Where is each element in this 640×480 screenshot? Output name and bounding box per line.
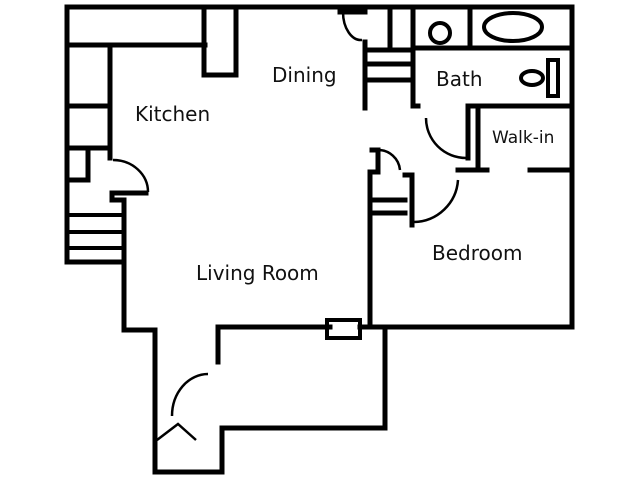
refrigerator [201, 4, 239, 78]
kitchen-counter [64, 42, 208, 183]
door-swing-pantry [112, 158, 150, 193]
room-label-dining: Dining [272, 63, 337, 87]
toilet-tank [546, 58, 560, 98]
door-swing-entry [170, 372, 209, 417]
door-swing-closet [377, 148, 402, 171]
pantry-wall [109, 190, 149, 265]
room-label-living-room: Living Room [196, 261, 319, 285]
living-south-wall [215, 324, 373, 365]
entry-closet-mark [156, 422, 197, 441]
window [325, 318, 362, 340]
room-label-bath: Bath [436, 67, 483, 91]
bath-wall [410, 4, 575, 173]
door-swing-bath [424, 117, 467, 160]
dining-closet-wall [337, 4, 421, 111]
exterior-wall [64, 4, 575, 475]
bedroom-closet-wall [367, 147, 415, 330]
stairs [65, 213, 124, 250]
door-swing-bedroom [413, 179, 460, 224]
door-swing-dining [341, 11, 363, 42]
sink [428, 21, 452, 45]
toilet [519, 69, 545, 87]
bathtub [482, 11, 544, 43]
room-label-bedroom: Bedroom [432, 241, 523, 265]
room-label-walk-in: Walk-in [492, 128, 555, 148]
room-label-kitchen: Kitchen [135, 102, 211, 126]
